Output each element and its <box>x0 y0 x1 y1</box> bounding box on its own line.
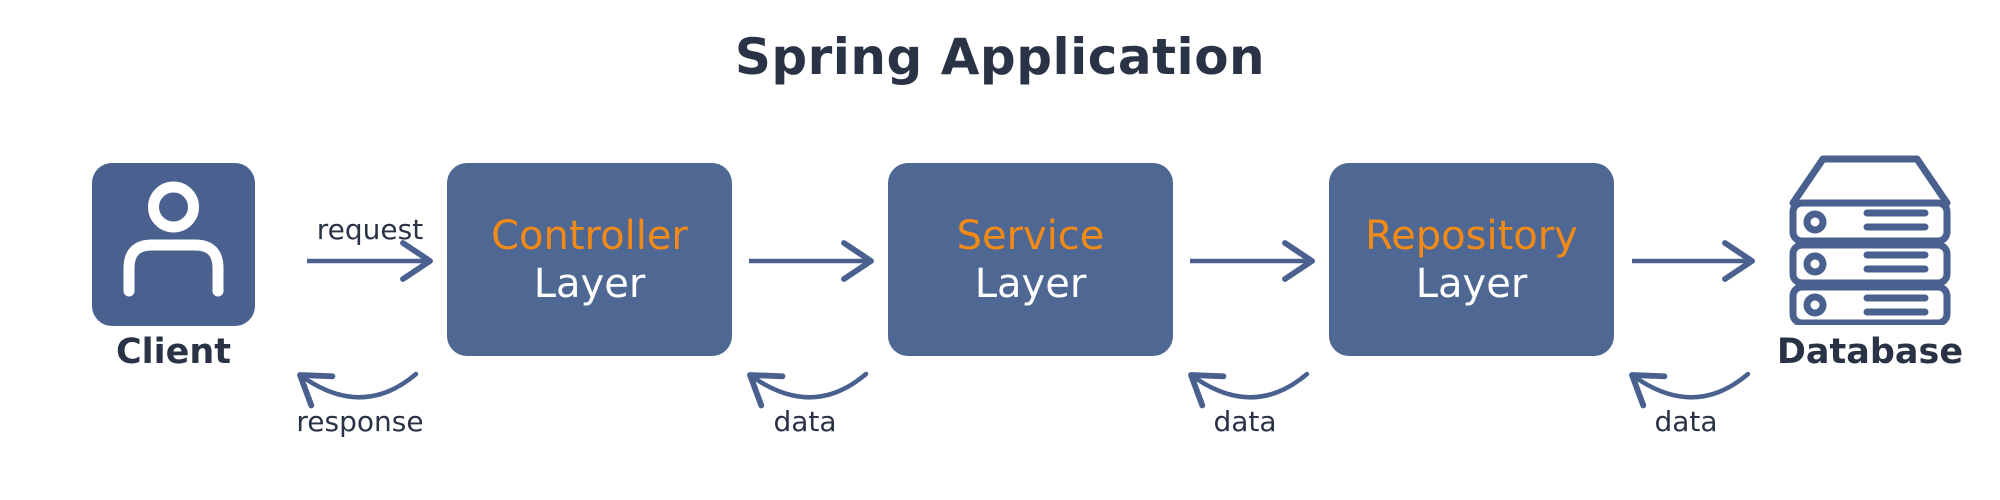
repository-layer-name: Repository <box>1365 212 1578 259</box>
diagram-title: Spring Application <box>734 28 1266 86</box>
service-layer-name: Service <box>956 212 1105 259</box>
user-icon <box>123 181 224 297</box>
data-label-service-to-controller: data <box>773 405 837 438</box>
service-layer-box: Service Layer <box>888 163 1173 356</box>
response-label: response <box>296 405 424 438</box>
client-node <box>92 163 255 326</box>
request-label: request <box>316 213 424 246</box>
service-layer-suffix: Layer <box>974 260 1087 307</box>
data-label-repository-to-service: data <box>1213 405 1277 438</box>
return-arrow-database-to-repository <box>1629 371 1751 409</box>
controller-layer-box: Controller Layer <box>447 163 732 356</box>
return-arrow-service-to-controller <box>747 371 869 409</box>
data-label-database-to-repository: data <box>1654 405 1718 438</box>
return-arrow-controller-to-client <box>297 371 419 409</box>
client-label: Client <box>115 332 232 372</box>
repository-layer-suffix: Layer <box>1415 260 1528 307</box>
return-arrow-repository-to-service <box>1188 371 1310 409</box>
database-label: Database <box>1776 332 1964 372</box>
repository-layer-box: Repository Layer <box>1329 163 1614 356</box>
controller-layer-suffix: Layer <box>533 260 646 307</box>
database-server-icon <box>1789 155 1951 325</box>
controller-layer-name: Controller <box>491 212 688 259</box>
